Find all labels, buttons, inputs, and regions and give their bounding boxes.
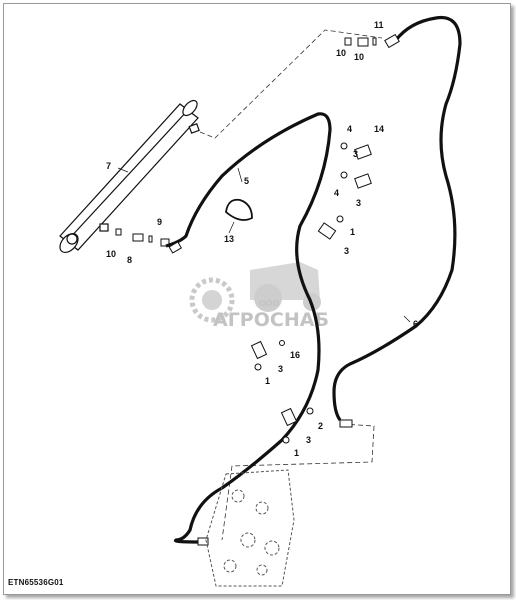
callout-3-b: 3 [356, 198, 361, 208]
hose-5 [165, 112, 332, 544]
callout-4-lower: 4 [334, 188, 339, 198]
callout-12: 11 [374, 20, 384, 30]
callout-6: 6 [413, 319, 418, 329]
top-fittings [344, 37, 377, 47]
hose-6 [332, 15, 462, 421]
watermark-name: АГРОСНАБ [213, 309, 329, 331]
callout-labels: 11 10 10 4 14 3 4 3 1 3 5 7 9 10 8 13 6 … [106, 20, 418, 458]
valve-block [205, 469, 295, 587]
hose-6-top-fitting [384, 33, 400, 49]
upper-clamps [317, 142, 372, 240]
figure-code: ETN65536G01 [8, 578, 64, 587]
callout-11: 10 [354, 52, 364, 62]
callout-3-e: 3 [306, 435, 311, 445]
lower-clamps [250, 340, 314, 444]
callout-10-top: 10 [336, 48, 346, 58]
hose-5-start-fitting [168, 241, 183, 254]
callout-5: 5 [244, 176, 249, 186]
callout-14: 14 [374, 124, 384, 134]
callout-13: 13 [224, 234, 234, 244]
callout-2: 2 [318, 421, 323, 431]
callout-9: 9 [157, 217, 162, 227]
hose-5-end-fitting [197, 537, 209, 546]
hose-6-end-fitting [339, 419, 353, 428]
callout-1-b: 1 [265, 376, 270, 386]
clamp-13 [225, 198, 253, 221]
callout-leaders [117, 167, 411, 323]
callout-1-c: 1 [294, 448, 299, 458]
callout-10-low: 10 [106, 249, 116, 259]
callout-4-upper: 4 [347, 124, 352, 134]
callout-3-a: 3 [353, 149, 358, 159]
watermark-prefix: ООО [259, 299, 280, 308]
cylinder-fittings [115, 228, 170, 247]
gear-icon [189, 277, 235, 323]
callout-16: 16 [290, 350, 300, 360]
leader-lines [199, 29, 383, 541]
callout-3-d: 3 [278, 364, 283, 374]
callout-1-a: 1 [350, 227, 355, 237]
watermark: ООО АГРОСНАБ [189, 262, 329, 331]
callout-8: 8 [127, 255, 132, 265]
hydraulic-cylinder [59, 99, 200, 254]
callout-7: 7 [106, 161, 111, 171]
callout-3-c: 3 [344, 246, 349, 256]
